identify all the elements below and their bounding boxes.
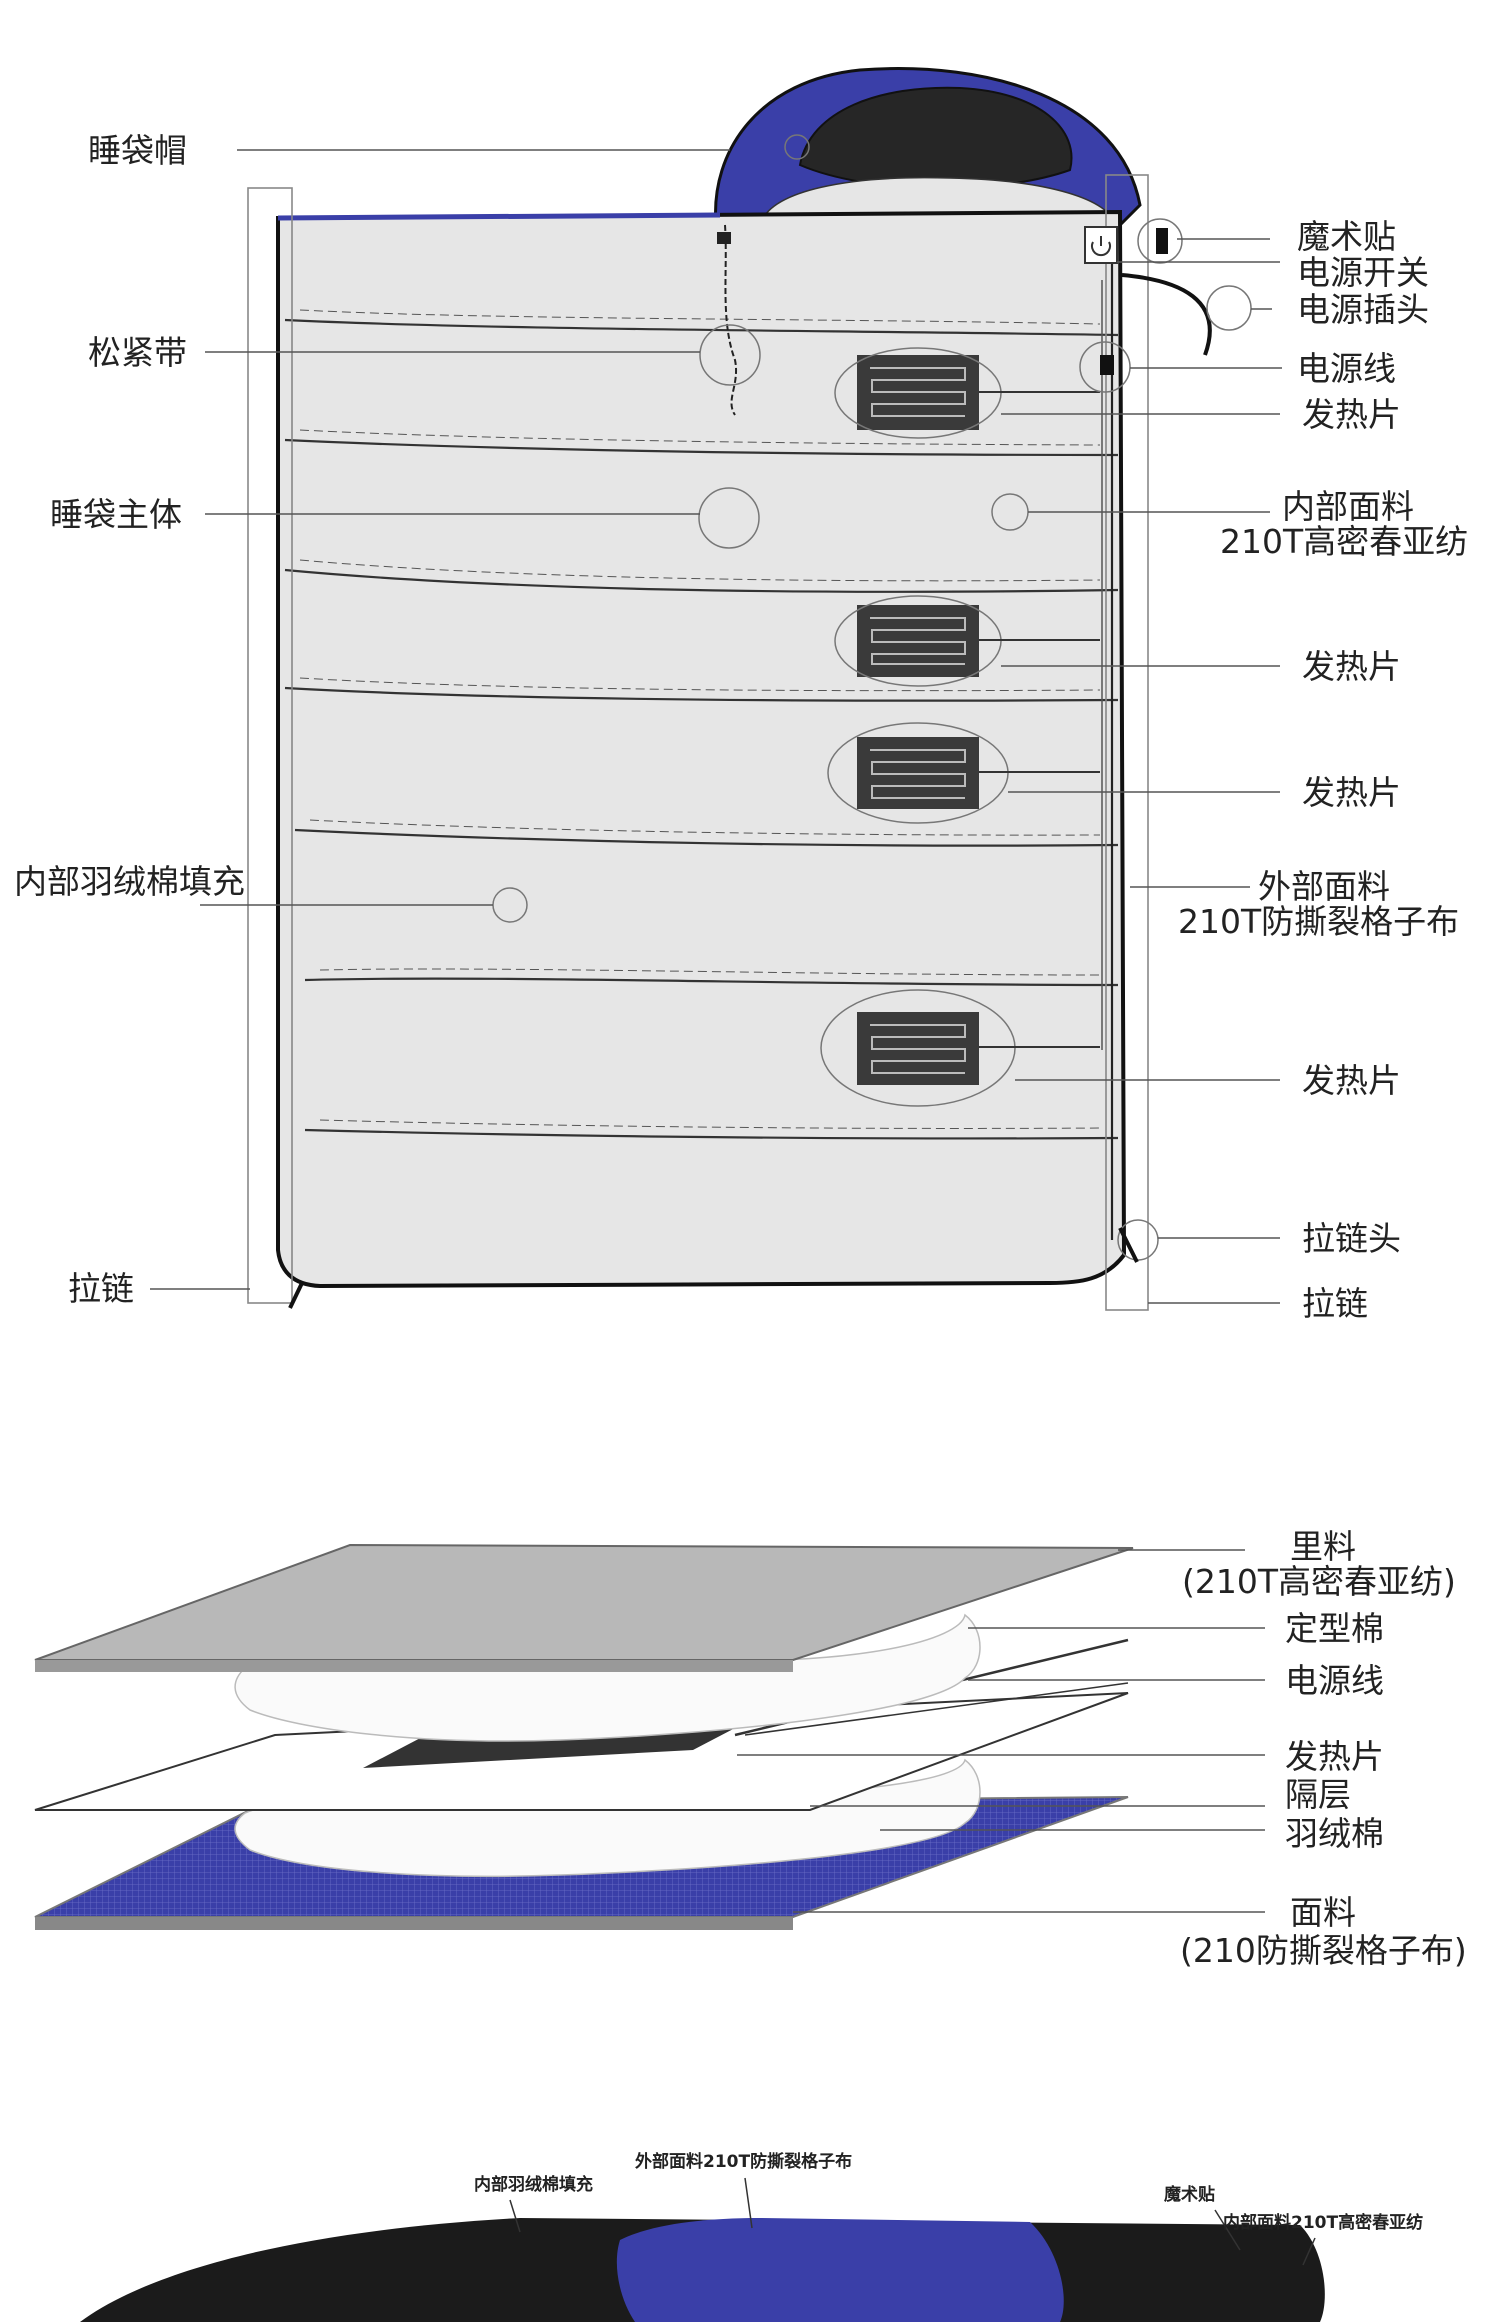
label-barrier: 隔层: [1285, 1775, 1351, 1814]
label-shaping-cotton: 定型棉: [1285, 1609, 1384, 1648]
label-outer-fabric-2: 210T防撕裂格子布: [1178, 902, 1459, 941]
heater-pads: [820, 347, 1100, 1107]
label-main-body: 睡袋主体: [50, 495, 182, 534]
label-heater-3: 发热片: [1302, 773, 1401, 812]
zipper-rail-left: [247, 187, 293, 1304]
label-inner-fabric-2: 210T高密春亚纺: [1220, 522, 1468, 561]
label-lining-2: (210T高密春亚纺): [1182, 1562, 1456, 1601]
label-power-cable-2: 电源线: [1285, 1661, 1384, 1700]
label-power-plug: 电源插头: [1297, 290, 1429, 329]
label-rolled-velcro: 魔术贴: [1164, 2184, 1215, 2205]
label-rolled-inner: 内部面料210T高密春亚纺: [1223, 2212, 1423, 2233]
velcro: [1156, 228, 1168, 254]
label-zipper-right: 拉链: [1302, 1284, 1368, 1323]
drawcord: [717, 224, 737, 416]
quilting-lines: [284, 309, 1119, 1140]
label-drawcord: 松紧带: [88, 333, 187, 372]
label-zipper-head: 拉链头: [1302, 1219, 1401, 1258]
front-view-diagram: 睡袋帽 松紧带 睡袋主体 内部羽绒棉填充 拉链 魔术贴 电源开关 电源插头 电源…: [14, 67, 1468, 1323]
label-lining-1: 里料: [1290, 1527, 1356, 1566]
zipper-rail-right: [1105, 174, 1149, 1311]
layer-stack-diagram: 里料 (210T高密春亚纺) 定型棉 电源线 发热片 隔层 羽绒棉 面料 (21…: [34, 1527, 1467, 1970]
label-rolled-outer: 外部面料210T防撕裂格子布: [635, 2151, 852, 2172]
label-fill: 内部羽绒棉填充: [14, 862, 245, 901]
label-heater-2: 发热片: [1302, 647, 1401, 686]
label-rolled-fill: 内部羽绒棉填充: [474, 2174, 593, 2195]
label-outer-fabric-1: 外部面料: [1258, 867, 1390, 906]
label-down-cotton: 羽绒棉: [1285, 1814, 1384, 1853]
label-inner-fabric-1: 内部面料: [1282, 487, 1414, 526]
label-power-cable: 电源线: [1297, 349, 1396, 388]
power-cable-line: [1121, 273, 1212, 356]
label-heater-layer: 发热片: [1285, 1737, 1384, 1776]
rolled-bag-blue-panel: [616, 2218, 1064, 2322]
label-hood: 睡袋帽: [88, 131, 187, 170]
label-heater-4: 发热片: [1302, 1061, 1401, 1100]
label-outer-2: (210防撕裂格子布): [1180, 1931, 1467, 1970]
label-velcro: 魔术贴: [1297, 217, 1396, 256]
label-outer-1: 面料: [1290, 1893, 1356, 1932]
hood: [714, 67, 1142, 227]
label-heater-1: 发热片: [1302, 395, 1401, 434]
label-power-switch: 电源开关: [1297, 253, 1429, 292]
label-zipper-left: 拉链: [68, 1269, 134, 1308]
rolled-bag-diagram: 外部面料210T防撕裂格子布 内部羽绒棉填充 魔术贴 内部面料210T高密春亚纺: [80, 2151, 1423, 2322]
